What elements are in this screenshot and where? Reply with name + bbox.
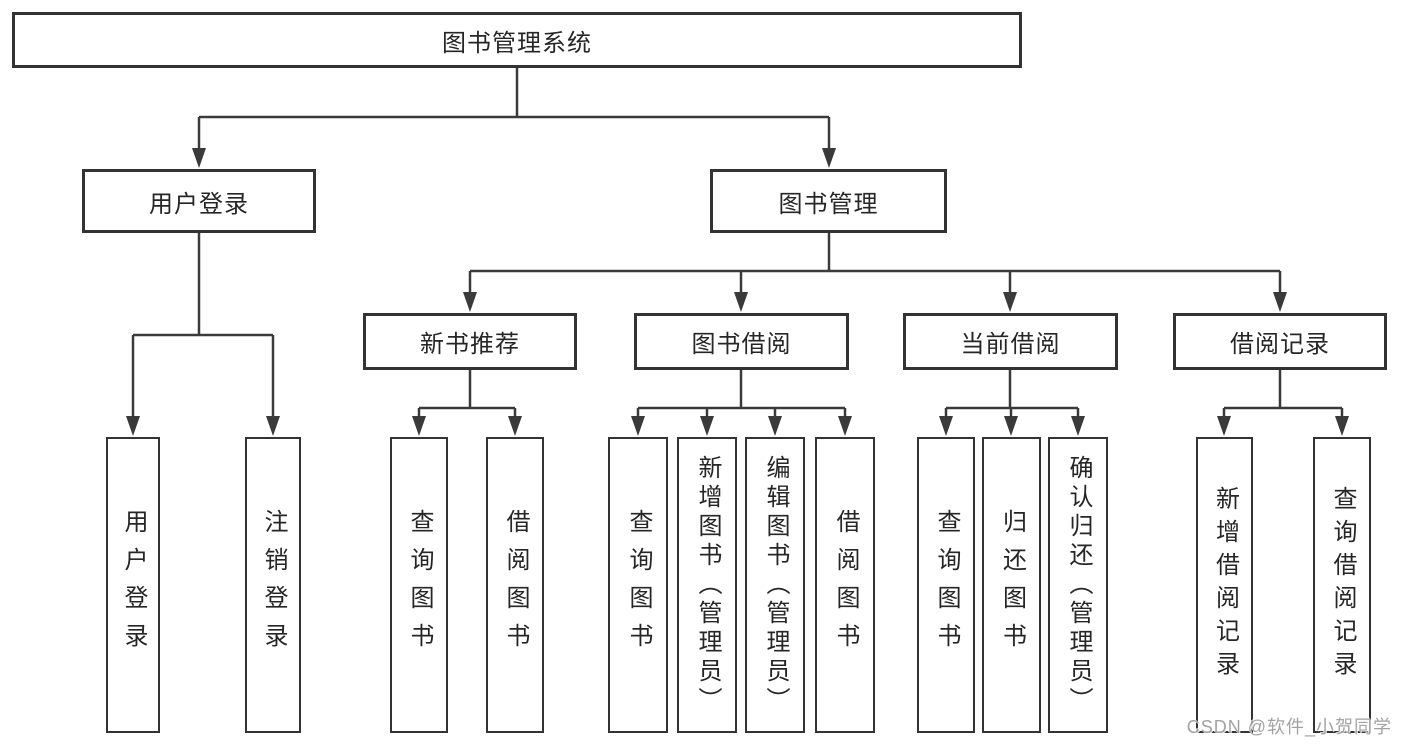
leaf-current-confirm-return-admin-label: 确认归还（管理员） <box>1065 454 1092 716</box>
leaf-recommend-query-books-label: 查询图书 <box>406 509 433 661</box>
leaf-current-return-books-label: 归还图书 <box>998 509 1026 661</box>
leaf-records-query-record: 查询借阅记录 <box>1313 437 1371 733</box>
leaf-logout-login: 注销登录 <box>245 437 301 733</box>
leaf-current-query-books: 查询图书 <box>917 437 975 733</box>
node-borrow-records: 借阅记录 <box>1173 313 1387 370</box>
leaf-borrow-borrow-books: 借阅图书 <box>815 437 875 733</box>
node-book-management-label: 图书管理 <box>778 190 879 218</box>
leaf-borrow-query-books: 查询图书 <box>608 437 668 733</box>
node-borrow-records-label: 借阅记录 <box>1230 331 1330 358</box>
node-book-borrow: 图书借阅 <box>634 313 849 370</box>
connector-root <box>192 68 836 168</box>
node-new-book-recommend-label: 新书推荐 <box>420 331 520 358</box>
leaf-current-return-books: 归还图书 <box>982 437 1041 733</box>
connector-borrow-records <box>1217 370 1349 436</box>
leaf-records-query-record-label: 查询借阅记录 <box>1329 486 1356 684</box>
leaf-records-add-record: 新增借阅记录 <box>1196 437 1253 733</box>
leaf-current-confirm-return-admin: 确认归还（管理员） <box>1048 437 1108 733</box>
node-new-book-recommend: 新书推荐 <box>363 313 577 370</box>
leaf-recommend-borrow-books: 借阅图书 <box>486 437 544 733</box>
leaf-borrow-add-books-admin-label: 新增图书（管理员） <box>694 454 721 716</box>
node-current-borrow: 当前借阅 <box>903 313 1118 370</box>
leaf-recommend-borrow-books-label: 借阅图书 <box>502 509 529 661</box>
node-current-borrow-label: 当前借阅 <box>960 331 1061 358</box>
connector-new-book-recommend <box>412 370 522 436</box>
leaf-recommend-query-books: 查询图书 <box>390 437 448 733</box>
leaf-current-query-books-label: 查询图书 <box>933 509 960 661</box>
leaf-borrow-add-books-admin: 新增图书（管理员） <box>677 437 737 733</box>
watermark: CSDN @软件_小贺同学 <box>1186 717 1392 737</box>
node-user-login-label: 用户登录 <box>149 190 249 218</box>
leaf-user-login: 用户登录 <box>106 437 160 733</box>
leaf-borrow-edit-books-admin: 编辑图书（管理员） <box>745 437 805 733</box>
connector-user-login <box>126 233 280 436</box>
connector-current-borrow <box>939 370 1085 436</box>
leaf-records-add-record-label: 新增借阅记录 <box>1211 486 1239 684</box>
leaf-borrow-query-books-label: 查询图书 <box>625 509 652 661</box>
leaf-user-login-label: 用户登录 <box>120 509 147 661</box>
node-root: 图书管理系统 <box>12 12 1022 68</box>
leaf-logout-login-label: 注销登录 <box>260 509 287 661</box>
node-root-label: 图书管理系统 <box>442 29 592 57</box>
node-book-management: 图书管理 <box>710 169 947 233</box>
node-book-borrow-label: 图书借阅 <box>691 331 792 358</box>
leaf-borrow-edit-books-admin-label: 编辑图书（管理员） <box>762 454 789 716</box>
connector-book-borrow <box>631 370 852 436</box>
connector-book-management <box>463 233 1287 312</box>
leaf-borrow-borrow-books-label: 借阅图书 <box>832 509 859 661</box>
node-user-login: 用户登录 <box>82 169 316 233</box>
